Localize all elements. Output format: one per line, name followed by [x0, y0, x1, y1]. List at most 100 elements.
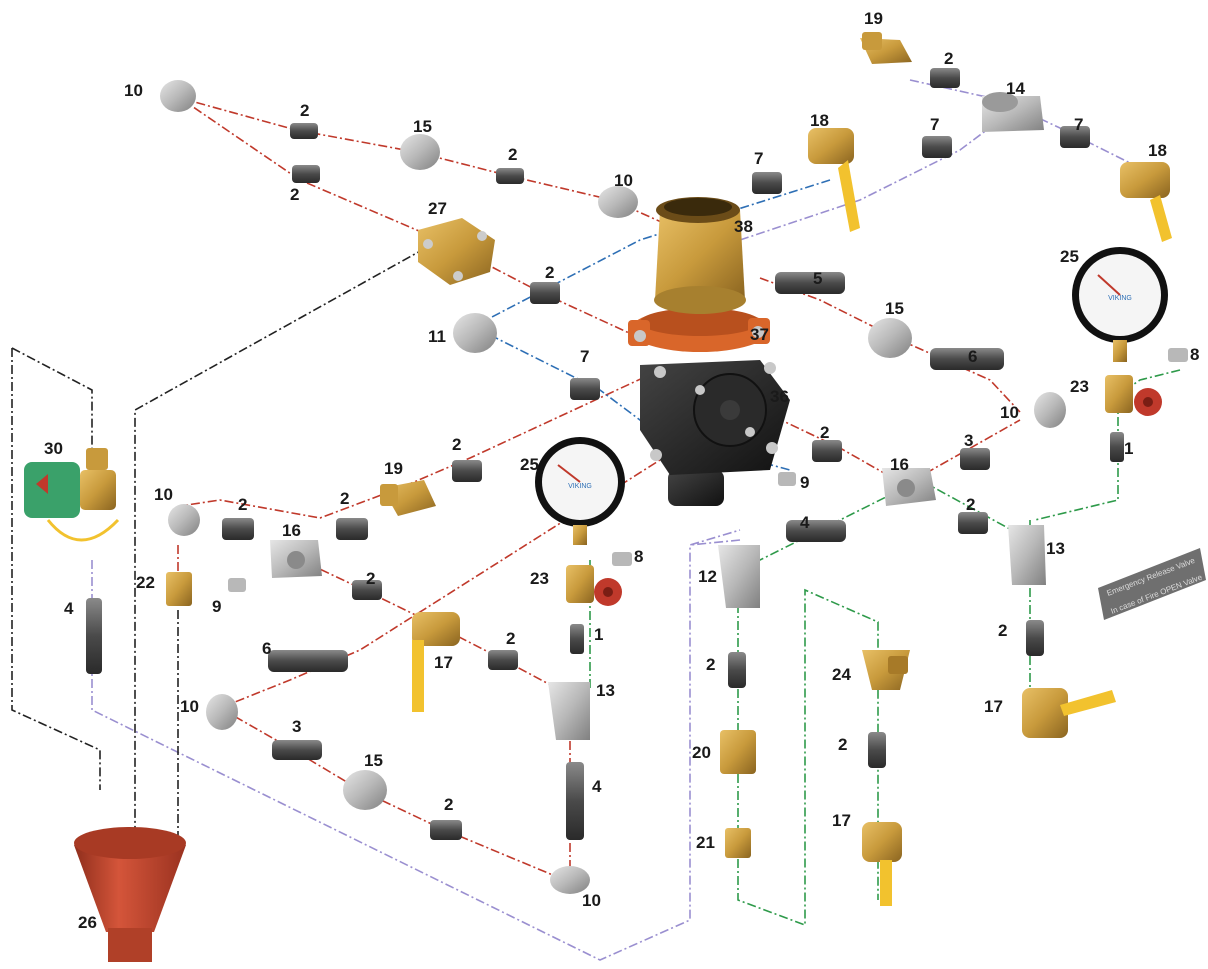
callout-7-d: 7 [580, 347, 589, 366]
callout-7-a: 7 [754, 149, 763, 168]
deluge-valve-body [640, 360, 790, 506]
callout-15-c: 15 [364, 751, 383, 770]
callout-2-p: 2 [444, 795, 453, 814]
callout-17-c: 17 [832, 811, 851, 830]
callout-7-c: 7 [1074, 115, 1083, 134]
callout-3-b: 3 [292, 717, 301, 736]
bushing-22 [166, 572, 192, 606]
callout-14: 14 [1006, 79, 1025, 98]
callout-2-i: 2 [340, 489, 349, 508]
callout-23-b: 23 [530, 569, 549, 588]
callout-17-b: 17 [984, 697, 1003, 716]
callout-2-g: 2 [452, 435, 461, 454]
callout-10-c: 10 [1000, 403, 1019, 422]
callout-10-e: 10 [180, 697, 199, 716]
callout-2-b: 2 [290, 185, 299, 204]
blue-line-lower [489, 334, 791, 471]
callout-6-a: 6 [968, 347, 977, 366]
callout-16-b: 16 [282, 521, 301, 540]
ball-valve-17-left [412, 612, 460, 712]
callout-2-k: 2 [366, 569, 375, 588]
callout-24: 24 [832, 665, 851, 684]
callout-4-c: 4 [592, 777, 602, 796]
pressure-operated-relief-27 [418, 218, 495, 285]
grooved-coupling [628, 308, 770, 352]
callout-2-l: 2 [998, 621, 1007, 640]
callout-21: 21 [696, 833, 715, 852]
brass-riser-check [654, 197, 746, 314]
callout-2-f: 2 [820, 423, 829, 442]
black-line-27-funnel [134, 239, 441, 860]
callout-15-a: 15 [413, 117, 432, 136]
red-line-10-15-10 [219, 707, 561, 879]
pipe-nipples [86, 68, 1124, 840]
emergency-release-sign: Emergency Release Valve In case of Fire … [1098, 548, 1206, 620]
gauge-brand-right: VIKING [1108, 295, 1132, 302]
pressure-gauge-right: VIKING [1072, 247, 1168, 362]
callout-13-b: 13 [596, 681, 615, 700]
callout-5: 5 [813, 269, 822, 288]
gauge-brand-center: VIKING [568, 483, 592, 490]
callout-2-a: 2 [300, 101, 309, 120]
callout-36: 36 [770, 387, 789, 406]
callout-19-a: 19 [864, 9, 883, 28]
callout-17-a: 17 [434, 653, 453, 672]
callout-10-d: 10 [154, 485, 173, 504]
gauge-valve-center [566, 565, 622, 606]
callout-16-a: 16 [890, 455, 909, 474]
green-line-23-13 [1034, 400, 1119, 521]
check-valve-20 [720, 730, 756, 774]
bushing-21 [725, 828, 751, 858]
y-strainer-24 [862, 650, 910, 690]
steel-fittings [160, 80, 1188, 894]
red-line-6-valve [219, 459, 661, 709]
callout-8-a: 8 [1190, 345, 1199, 364]
drain-funnel-26 [74, 827, 186, 962]
callout-25-a: 25 [1060, 247, 1079, 266]
callout-25-b: 25 [520, 455, 539, 474]
callout-10-f: 10 [582, 891, 601, 910]
callout-2-j: 2 [966, 495, 975, 514]
callout-2-o: 2 [838, 735, 847, 754]
callout-1-a: 1 [1124, 439, 1133, 458]
ball-valve-18-left [808, 128, 860, 232]
solenoid-valve-30 [24, 448, 120, 542]
callout-27: 27 [428, 199, 447, 218]
callout-11: 11 [428, 327, 446, 346]
callout-6-b: 6 [262, 639, 271, 658]
ball-valve-17-bottom [862, 822, 902, 906]
red-line-19-16 [179, 369, 661, 519]
callout-30: 30 [44, 439, 63, 458]
callout-2-c: 2 [508, 145, 517, 164]
callout-37: 37 [750, 325, 769, 344]
callout-3-a: 3 [964, 431, 973, 450]
callout-4-a: 4 [800, 513, 810, 532]
callout-9-a: 9 [212, 597, 221, 616]
ball-valve-17-right [1022, 688, 1116, 738]
callout-20: 20 [692, 743, 711, 762]
callout-22: 22 [136, 573, 155, 592]
y-strainer-19-mid [380, 480, 436, 516]
callout-23-a: 23 [1070, 377, 1089, 396]
green-line-12-16 [739, 479, 1031, 571]
callout-38: 38 [734, 217, 753, 236]
callout-1-b: 1 [594, 625, 603, 644]
callout-4-b: 4 [64, 599, 74, 618]
black-line-30-left [11, 348, 101, 790]
callout-9-b: 9 [800, 473, 809, 492]
callout-2-m: 2 [506, 629, 515, 648]
callout-7-b: 7 [930, 115, 939, 134]
callout-12: 12 [698, 567, 717, 586]
y-strainer-19-top [860, 32, 912, 64]
callout-2-n: 2 [706, 655, 715, 674]
callout-15-b: 15 [885, 299, 904, 318]
callout-2-e: 2 [545, 263, 554, 282]
gauge-valve-right [1105, 375, 1162, 416]
green-line-drain [737, 570, 879, 927]
callout-19-b: 19 [384, 459, 403, 478]
callout-26: 26 [78, 913, 97, 932]
callout-13-a: 13 [1046, 539, 1065, 558]
callout-10-a: 10 [124, 81, 143, 100]
